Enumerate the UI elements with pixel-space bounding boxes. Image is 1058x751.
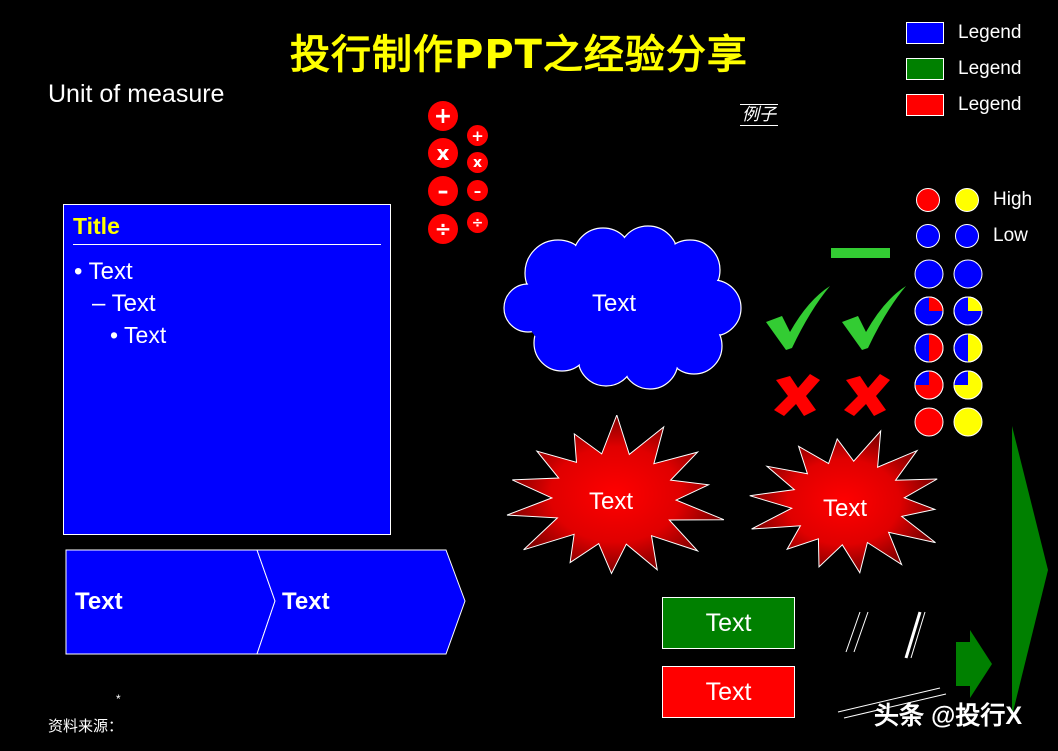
status-dot-red: [916, 188, 940, 212]
legend-label: Legend: [958, 22, 1022, 43]
bullet-level-2: – Text: [92, 290, 156, 317]
starburst-left: [506, 415, 725, 575]
harvey-ball: [914, 407, 944, 437]
cloud-label: Text: [592, 290, 637, 317]
legend-swatch-blue: [906, 22, 944, 44]
legend-swatch-red: [906, 94, 944, 116]
dash-icon: [831, 248, 890, 258]
green-arrows: [956, 426, 1048, 716]
small-arrow-icon: [956, 630, 992, 698]
legend-label: Legend: [958, 58, 1022, 79]
divide-icon: ÷: [467, 212, 488, 233]
status-dot-blue: [916, 224, 940, 248]
break-line: [904, 611, 922, 659]
source-footnote-marker: *: [116, 692, 121, 706]
harvey-ball: [914, 259, 944, 289]
break-line: [910, 611, 926, 659]
break-marks: [837, 611, 947, 719]
check-icon: [842, 286, 906, 350]
starbursts: [506, 415, 938, 575]
process-chevrons: [65, 549, 466, 655]
unit-of-measure-label: Unit of measure: [48, 80, 225, 108]
cross-icon: [774, 374, 820, 416]
break-line: [837, 687, 941, 713]
cross-icon: [844, 374, 890, 416]
minus-icon: –: [467, 180, 488, 201]
harvey-ball: [914, 333, 944, 363]
text-box-divider: [73, 244, 381, 245]
status-high-label: High: [993, 189, 1033, 210]
source-label: 资料来源：: [48, 717, 124, 735]
legend-item-green: Legend: [906, 58, 1021, 80]
harvey-ball: [953, 407, 983, 437]
legend-item-red: Legend: [906, 94, 1021, 116]
chevron-shape-2: [256, 549, 466, 655]
harvey-ball: [914, 296, 944, 326]
harvey-ball: [953, 296, 983, 326]
minus-icon: –: [428, 176, 458, 206]
multiply-icon: x: [467, 152, 488, 173]
chevron-label-1: Text: [75, 588, 123, 615]
legend-item-blue: Legend: [906, 22, 1021, 44]
text-box-title: Title: [73, 213, 120, 239]
example-label: 例子: [740, 104, 778, 126]
multiply-icon: x: [428, 138, 458, 168]
harvey-ball: [914, 370, 944, 400]
legend-label: Legend: [958, 94, 1022, 115]
break-line: [845, 611, 861, 653]
large-arrow-icon: [1012, 426, 1048, 716]
watermark: 头条 @投行X: [874, 702, 1022, 730]
legend-swatch-green: [906, 58, 944, 80]
starburst-right-label: Text: [823, 495, 868, 522]
check-icon: [766, 286, 830, 350]
harvey-balls: [914, 259, 983, 437]
cloud-shape: [503, 225, 742, 390]
slide-title: 投行制作PPT之经验分享: [290, 32, 748, 78]
red-text-button[interactable]: Text: [662, 666, 795, 718]
plus-icon: +: [428, 101, 458, 131]
starburst-right: [749, 429, 938, 575]
check-cross-icons: [766, 286, 906, 416]
bullet-level-3: • Text: [110, 322, 167, 348]
status-dot-yellow: [955, 188, 979, 212]
break-line: [853, 611, 869, 653]
title-text-box[interactable]: Title • Text – Text • Text: [63, 204, 391, 535]
break-line: [843, 693, 947, 719]
divide-icon: ÷: [428, 214, 458, 244]
green-text-button[interactable]: Text: [662, 597, 795, 649]
chevron-label-2: Text: [282, 588, 330, 615]
starburst-left-label: Text: [589, 488, 634, 515]
harvey-ball: [953, 259, 983, 289]
harvey-ball: [953, 370, 983, 400]
bullet-level-1: • Text: [74, 258, 133, 285]
harvey-ball: [953, 333, 983, 363]
plus-icon: +: [467, 125, 488, 146]
status-dot-blue: [955, 224, 979, 248]
status-low-label: Low: [993, 225, 1028, 246]
